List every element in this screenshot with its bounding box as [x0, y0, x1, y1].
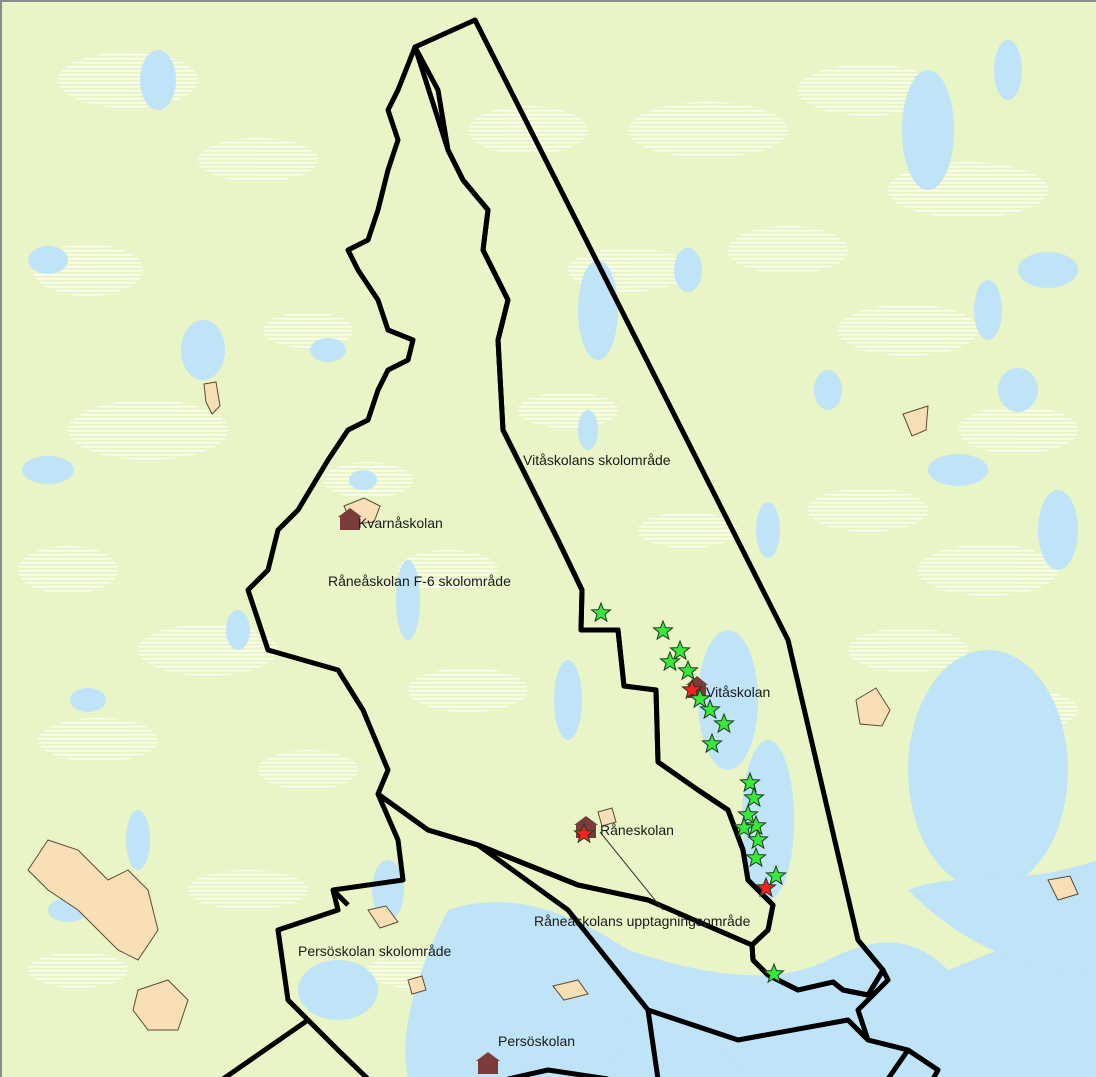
map-canvas[interactable]: Vitåskolans skolområde Råneåskolan F-6 s…	[8, 10, 1096, 1077]
label-vitaskolan: Vitåskolan	[706, 684, 770, 700]
label-raneskolan: Råneskolan	[600, 822, 674, 838]
star-icon[interactable]	[669, 639, 691, 661]
star-icon[interactable]	[737, 803, 759, 825]
school-area-boundaries	[221, 17, 941, 1077]
star-icon[interactable]	[745, 846, 767, 868]
school-building-icon[interactable]	[338, 508, 362, 530]
label-kvarnaskolan: Kvarnåskolan	[358, 515, 443, 531]
label-vitaskolans-skolomrade: Vitåskolans skolområde	[523, 452, 671, 468]
boundary-sea	[647, 1007, 870, 1043]
star-icon[interactable]	[573, 822, 595, 844]
star-icon[interactable]	[659, 650, 681, 672]
map-svg: Vitåskolans skolområde Råneåskolan F-6 s…	[8, 10, 1096, 1077]
star-icon[interactable]	[745, 814, 767, 836]
star-icon[interactable]	[701, 732, 723, 754]
boundary-south	[306, 1018, 370, 1077]
star-icon[interactable]	[755, 876, 777, 898]
star-icon[interactable]	[677, 659, 699, 681]
label-raneaskolans-upptagningsomrade: Råneåskolans upptagningsområde	[534, 913, 751, 929]
star-icon[interactable]	[733, 816, 755, 838]
stars-layer	[573, 601, 787, 984]
school-building-icon[interactable]	[476, 1052, 500, 1074]
boundary-persoskolan-east	[476, 842, 661, 1077]
star-icon[interactable]	[652, 619, 674, 641]
water-bodies	[22, 40, 1096, 1077]
boundary-south-2	[507, 1067, 609, 1077]
leader-line	[599, 831, 664, 911]
boundary-south-3	[886, 1048, 911, 1077]
label-raneaskolan-f6-skolomrade: Råneåskolan F-6 skolområde	[328, 573, 511, 589]
star-icon[interactable]	[681, 678, 703, 700]
star-icon[interactable]	[747, 828, 769, 850]
star-icon[interactable]	[699, 698, 721, 720]
star-icon[interactable]	[743, 786, 765, 808]
star-icon[interactable]	[765, 864, 787, 886]
star-icon[interactable]	[590, 601, 612, 623]
label-persoskolan: Persöskolan	[498, 1033, 575, 1049]
boundary-spur	[331, 888, 350, 907]
star-icon[interactable]	[739, 771, 761, 793]
star-icon[interactable]	[763, 962, 785, 984]
boundary-persoskolan	[221, 793, 406, 1077]
star-icon[interactable]	[689, 687, 711, 709]
star-icon[interactable]	[713, 712, 735, 734]
label-persoskolan-skolomrade: Persöskolan skolområde	[298, 943, 452, 959]
